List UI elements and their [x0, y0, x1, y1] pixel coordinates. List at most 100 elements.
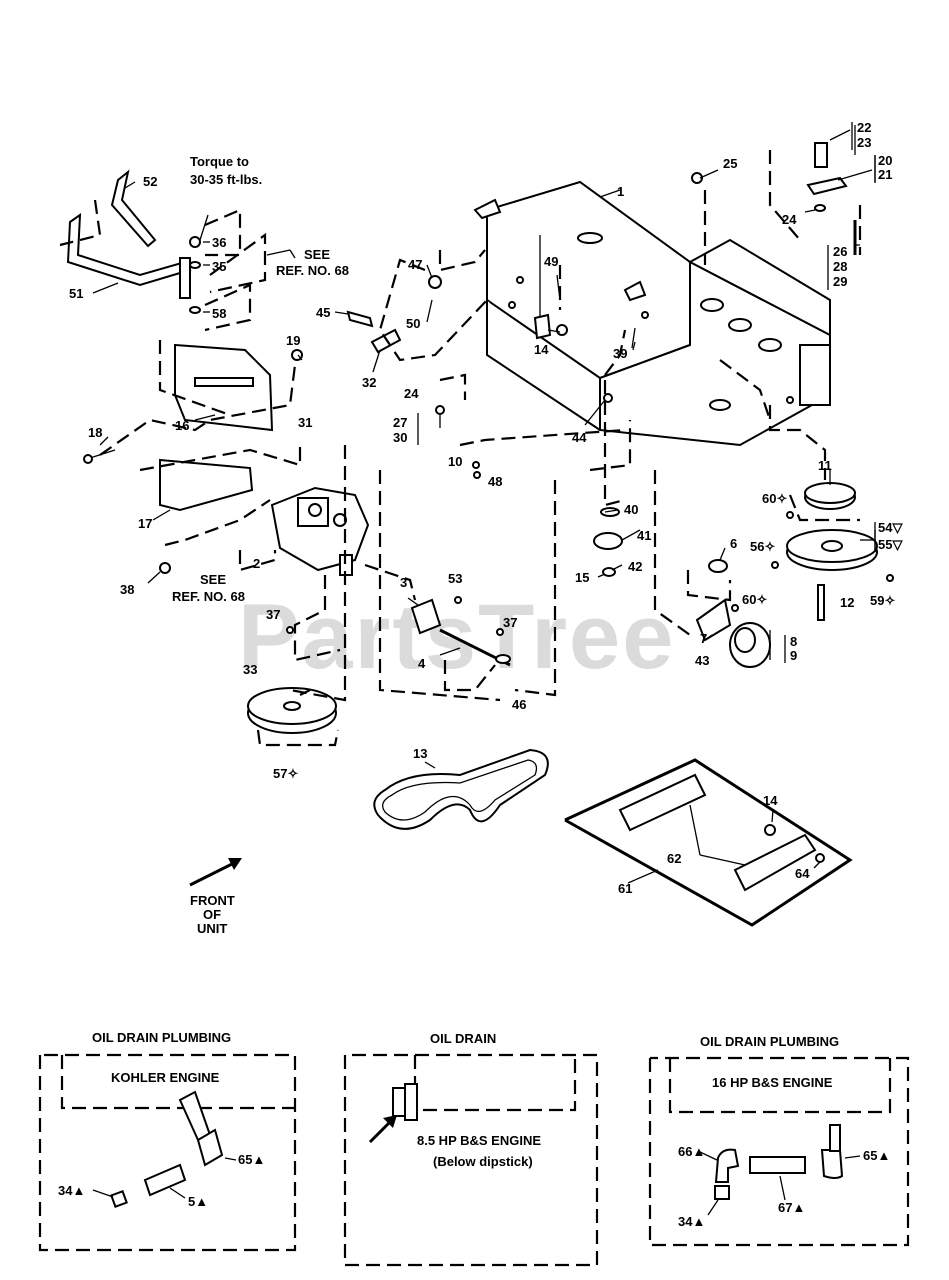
callout: 56✧: [750, 539, 775, 554]
callout: 65▲: [863, 1148, 890, 1163]
callout: 66▲: [678, 1144, 705, 1159]
callout: 57✧: [273, 766, 298, 781]
callout: 32: [362, 375, 376, 390]
callout: 37: [503, 615, 517, 630]
callout: 7: [700, 631, 707, 646]
callout: 27: [393, 415, 407, 430]
callout: 36: [212, 235, 226, 250]
callout: 12: [840, 595, 854, 610]
transaxle: [270, 486, 370, 576]
inset-middle-title: OIL DRAIN: [430, 1031, 496, 1046]
callout: 4: [418, 656, 426, 671]
inset-middle-note: (Below dipstick): [433, 1154, 533, 1169]
callout: 59✧: [870, 593, 895, 608]
callout: 37: [266, 607, 280, 622]
notes: Torque to 30-35 ft-lbs. SEE REF. NO. 68 …: [172, 154, 349, 936]
lift-handle: [66, 169, 192, 299]
front-label-line2: OF: [203, 907, 221, 922]
callout: 24: [404, 386, 419, 401]
callout: 42: [628, 559, 642, 574]
inset-right-engine: 16 HP B&S ENGINE: [712, 1075, 833, 1090]
callout: 41: [637, 528, 651, 543]
callout: 5▲: [188, 1194, 208, 1209]
callout: 39: [613, 346, 627, 361]
callout: 44: [572, 430, 587, 445]
callout: 15: [575, 570, 589, 585]
callout: 23: [857, 135, 871, 150]
pulleys-right: [695, 482, 878, 668]
callout: 60✧: [742, 592, 767, 607]
small-hardware: [83, 275, 894, 863]
callout: 62: [667, 851, 681, 866]
coupling-and-shaft: [410, 598, 511, 667]
inset-right-title: OIL DRAIN PLUMBING: [700, 1034, 839, 1049]
callout: 35: [212, 259, 226, 274]
callout: 21: [878, 167, 892, 182]
callout: 1: [617, 184, 624, 199]
idler-stack: [593, 507, 623, 577]
callout: 48: [488, 474, 502, 489]
callout: 54▽: [878, 520, 903, 535]
callout: 67▲: [778, 1200, 805, 1215]
callout: 6: [730, 536, 737, 551]
inset-8-5hp: OIL DRAIN 8.5 HP B&S ENGINE (Below dipst…: [343, 1031, 599, 1267]
callout: 3: [400, 575, 407, 590]
front-label-line3: UNIT: [197, 921, 227, 936]
callout: 30: [393, 430, 407, 445]
callout: 45: [316, 305, 330, 320]
callout: 29: [833, 274, 847, 289]
callout: 9: [790, 648, 797, 663]
callout: 53: [448, 571, 462, 586]
callout: 14: [534, 342, 549, 357]
callout: 33: [243, 662, 257, 677]
torque-note-line1: Torque to: [190, 154, 249, 169]
callout: 16: [175, 418, 189, 433]
callouts: 1 2 3 4 6 7 8 9 10 11 12 13 14 14 15 16 …: [69, 120, 903, 896]
callout: 10: [448, 454, 462, 469]
torque-note-line2: 30-35 ft-lbs.: [190, 172, 262, 187]
callout: 20: [878, 153, 892, 168]
callout: 60✧: [762, 491, 787, 506]
see-ref-mid-line1: SEE: [200, 572, 226, 587]
callout: 25: [723, 156, 737, 171]
inset-16hp: OIL DRAIN PLUMBING 16 HP B&S ENGINE 66▲ …: [648, 1034, 910, 1247]
main-frame: [473, 180, 831, 447]
callout: 14: [763, 793, 778, 808]
drive-belt: [373, 748, 549, 830]
callout: 26: [833, 244, 847, 259]
inset-middle-engine: 8.5 HP B&S ENGINE: [417, 1133, 541, 1148]
callout: 43: [695, 653, 709, 668]
callout: 17: [138, 516, 152, 531]
callout: 58: [212, 306, 226, 321]
inset-left-engine: KOHLER ENGINE: [111, 1070, 220, 1085]
plate-61: [564, 758, 853, 927]
callout: 61: [618, 881, 632, 896]
callout: 38: [120, 582, 134, 597]
top-right-hardware: [691, 142, 857, 255]
front-arrow: [189, 858, 242, 887]
callout-brackets: [417, 122, 876, 663]
callout: 31: [298, 415, 312, 430]
callout: 8: [790, 634, 797, 649]
callout: 34▲: [678, 1214, 705, 1229]
callout: 46: [512, 697, 526, 712]
inset-left-title: OIL DRAIN PLUMBING: [92, 1030, 231, 1045]
callout: 51: [69, 286, 83, 301]
see-ref-top-line2: REF. NO. 68: [276, 263, 349, 278]
callout: 55▽: [878, 537, 903, 552]
pulley-33: [247, 687, 337, 734]
callout: 11: [818, 458, 832, 473]
callout: 52: [143, 174, 157, 189]
callout: 13: [413, 746, 427, 761]
callout: 50: [406, 316, 420, 331]
callout: 22: [857, 120, 871, 135]
bolt-stack: [189, 214, 209, 314]
callout: 18: [88, 425, 102, 440]
callout: 34▲: [58, 1183, 85, 1198]
callout: 65▲: [238, 1152, 265, 1167]
callout: 2: [253, 556, 260, 571]
inset-kohler: OIL DRAIN PLUMBING KOHLER ENGINE 34▲ 5▲ …: [38, 1030, 297, 1252]
see-ref-mid-line2: REF. NO. 68: [172, 589, 245, 604]
bracket-17: [159, 458, 254, 512]
front-label-line1: FRONT: [190, 893, 235, 908]
